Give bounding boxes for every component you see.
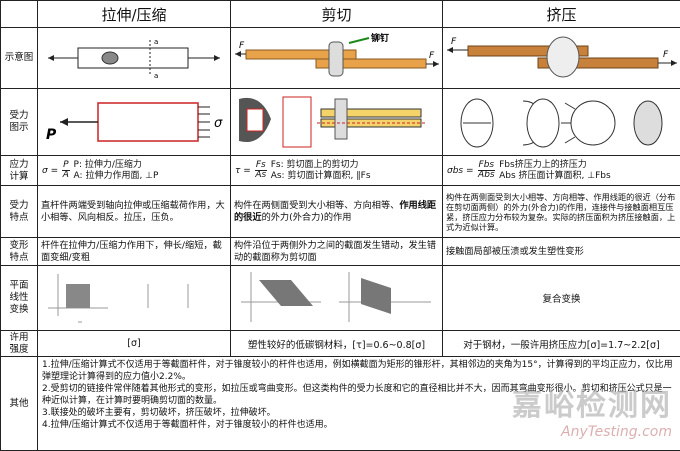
bearing-schematic: F F: [443, 28, 680, 89]
bearing-plane-transform: 复合变换: [443, 266, 680, 331]
label-other: 其他: [1, 357, 38, 451]
corner-cell: [1, 1, 38, 28]
shear-stress-illustration: [231, 89, 443, 155]
bearing-stress-illustration: [443, 89, 680, 155]
header-tension: 拉伸/压缩: [38, 1, 231, 28]
tension-bar-illustration: a a: [38, 28, 231, 88]
svg-text:F: F: [239, 41, 245, 51]
sigma-label: σ: [214, 116, 223, 131]
shear-features: 构件在两侧面受到大小相等、方向相等、作用线距的很近的外力(外合力)的作用: [231, 186, 443, 238]
note-2: 2.受剪切的链接件常伴随着其他形式的变形，如拉压或弯曲变形。但这类构件的受力长度…: [42, 383, 676, 407]
tension-allow: [σ]: [38, 331, 231, 357]
note-1: 1.拉伸/压缩计算式不仅适用于等截面杆件，对于锥度较小的杆件也适用，例如横截面为…: [42, 359, 676, 383]
tension-schematic: a a: [38, 28, 231, 89]
bearing-deform: 接触面局部被压溃或发生塑性变形: [443, 238, 680, 266]
bearing-features: 构件在两侧面受到大小相等、方向相等、作用线距的很近（分布在剪切面两侧）的外力(外…: [443, 186, 680, 238]
row-allow: 许用强度 [σ] 塑性较好的低碳钢材料，[τ]=0.6~0.8[σ] 对于钢材，…: [1, 331, 680, 357]
shear-deform: 构件沿位于两侧外力之间的截面发生错动，发生错动的截面称为剪切面: [231, 238, 443, 266]
svg-text:F: F: [663, 50, 669, 60]
header-bearing: 挤压: [443, 1, 680, 28]
force-P-label: P: [46, 127, 57, 143]
label-force-diagram: 受力图示: [1, 89, 38, 156]
svg-text:a: a: [154, 38, 158, 46]
shear-force-diagram: [231, 89, 443, 156]
row-other: 其他 1.拉伸/压缩计算式不仅适用于等截面杆件，对于锥度较小的杆件也适用，例如横…: [1, 357, 680, 451]
other-notes: 1.拉伸/压缩计算式不仅适用于等截面杆件，对于锥度较小的杆件也适用，例如横截面为…: [38, 357, 680, 451]
bearing-joint-illustration: F F: [443, 28, 680, 88]
shear-transform-plot: [231, 266, 443, 330]
label-deform: 变形特点: [1, 238, 38, 266]
row-features: 受力特点 直杆件两端受到轴向拉伸或压缩载荷作用，大小相等、风向相反。拉压，压负。…: [1, 186, 680, 238]
shear-plane-transform: [231, 266, 443, 331]
bearing-allow: 对于钢材，一般许用挤压应力[σ]=1.7~2.2[σ]: [443, 331, 680, 357]
tension-transform-plot: [38, 266, 231, 330]
shear-schematic: 铆钉 F F: [231, 28, 443, 89]
header-row: 拉伸/压缩 剪切 挤压: [1, 1, 680, 28]
svg-text:F: F: [429, 51, 435, 61]
row-deform: 变形特点 杆件在拉伸力/压缩力作用下，伸长/缩短，截面变细/变粗 构件沿位于两侧…: [1, 238, 680, 266]
row-force-diagram: 受力图示 P σ: [1, 89, 680, 156]
rivet-joint-illustration: 铆钉 F F: [231, 28, 443, 88]
tension-features: 直杆件两端受到轴向拉伸或压缩载荷作用，大小相等、风向相反。拉压，压负。: [38, 186, 231, 238]
tension-deform: 杆件在拉伸力/压缩力作用下，伸长/缩短，截面变细/变粗: [38, 238, 231, 266]
svg-text:a: a: [154, 72, 158, 80]
tension-force-diagram: P σ: [38, 89, 231, 156]
label-diagram: 示意图: [1, 28, 38, 89]
tension-plane-transform: [38, 266, 231, 331]
rivet-label: 铆钉: [371, 32, 389, 44]
note-3: 3.联接处的破坏主要有，剪切破坏，挤压破坏，拉伸破坏。: [42, 407, 676, 419]
note-4: 4.拉伸/压缩计算式不仅适用于等截面杆件，对于锥度较小的杆件也适用。: [42, 419, 676, 431]
row-plane: 平面线性变换 复合变换: [1, 266, 680, 331]
tension-stress-illustration: P σ: [38, 89, 231, 155]
row-diagram: 示意图 a a: [1, 28, 680, 89]
svg-text:F: F: [451, 37, 457, 47]
label-calc: 应力计算: [1, 156, 38, 186]
header-shear: 剪切: [231, 1, 443, 28]
label-plane: 平面线性变换: [1, 266, 38, 331]
label-allow: 许用强度: [1, 331, 38, 357]
shear-allow: 塑性较好的低碳钢材料，[τ]=0.6~0.8[σ]: [231, 331, 443, 357]
bearing-force-diagram: [443, 89, 680, 156]
label-features: 受力特点: [1, 186, 38, 238]
